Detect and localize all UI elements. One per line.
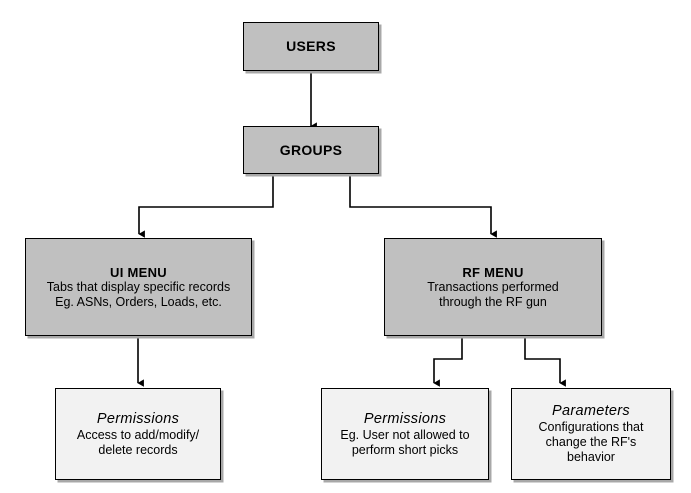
connector-rf-menu-to-parameters [524,336,566,387]
node-ui-menu-title: UI MENU [110,264,167,280]
connector-groups-to-ui-menu [138,174,274,238]
node-ui-permissions-description: Access to add/modify/ delete records [76,427,200,457]
connector-rf-menu-to-permissions [433,336,463,387]
node-rf-permissions-description: Eg. User not allowed to perform short pi… [340,427,470,457]
node-groups-title: GROUPS [279,141,343,158]
node-groups[interactable]: GROUPS [243,126,379,174]
connector-groups-to-rf-menu [349,174,497,238]
node-users[interactable]: USERS [243,22,379,71]
node-rf-menu-description: Transactions performed through the RF gu… [427,279,559,309]
node-ui-permissions[interactable]: Permissions Access to add/modify/ delete… [55,388,221,480]
node-rf-parameters-description: Configurations that change the RF's beha… [538,420,644,464]
node-rf-permissions-title: Permissions [363,410,447,427]
node-users-title: USERS [286,38,336,54]
node-rf-parameters-title: Parameters [552,403,630,419]
node-ui-menu-description: Tabs that display specific records Eg. A… [46,279,231,309]
node-rf-menu-title: RF MENU [462,264,524,280]
node-rf-parameters[interactable]: Parameters Configurations that change th… [511,388,671,480]
node-ui-menu[interactable]: UI MENU Tabs that display specific recor… [25,238,252,336]
node-rf-permissions[interactable]: Permissions Eg. User not allowed to perf… [321,388,489,480]
node-rf-menu[interactable]: RF MENU Transactions performed through t… [384,238,602,336]
node-ui-permissions-title: Permissions [96,410,180,427]
